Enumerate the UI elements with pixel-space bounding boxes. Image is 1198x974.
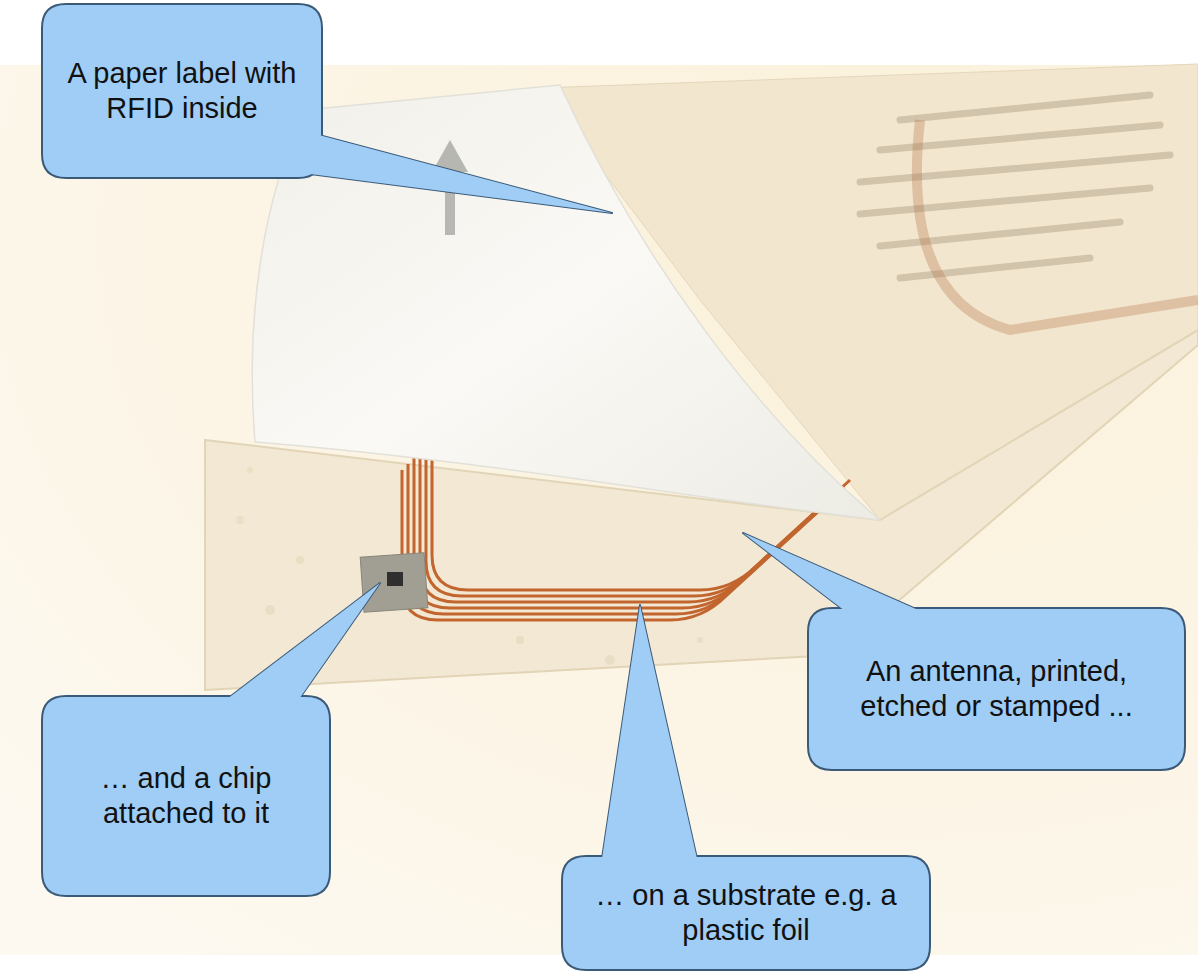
chip-pad [360, 553, 428, 612]
chip [387, 572, 403, 586]
bubble-outline [42, 696, 330, 896]
callout-bubble: … on a substrate e.g. a plastic foil [562, 856, 930, 970]
bubble-body [562, 856, 930, 970]
callout-bubble: An antenna, printed, etched or stamped .… [808, 608, 1185, 770]
bubble-tail [210, 583, 380, 712]
bubble-outline [562, 856, 930, 970]
bubble-tail-join [743, 533, 950, 624]
callout-text: … on a substrate e.g. a plastic foil [578, 878, 914, 948]
blurred-print [860, 95, 1170, 278]
antenna-showthrough [917, 120, 1198, 330]
callout-text: A paper label with RFID inside [58, 56, 306, 126]
bubble-tail-join [600, 605, 700, 872]
callout-text: … and a chip attached to it [58, 761, 314, 831]
callout-bubble: … and a chip attached to it [42, 696, 330, 896]
bubble-outline [808, 608, 1185, 770]
bubble-tail-join [240, 130, 612, 213]
bubble-tail [600, 605, 700, 872]
foil-texture [236, 467, 703, 665]
bubble-tail-join [210, 583, 380, 712]
photo-ground [0, 65, 1198, 955]
bubble-outline [42, 4, 322, 178]
callout-text: An antenna, printed, etched or stamped .… [824, 654, 1169, 724]
callout-bubble: A paper label with RFID inside [42, 4, 322, 178]
bubble-body [808, 608, 1185, 770]
bubble-body [42, 696, 330, 896]
bubble-tail [240, 130, 612, 213]
